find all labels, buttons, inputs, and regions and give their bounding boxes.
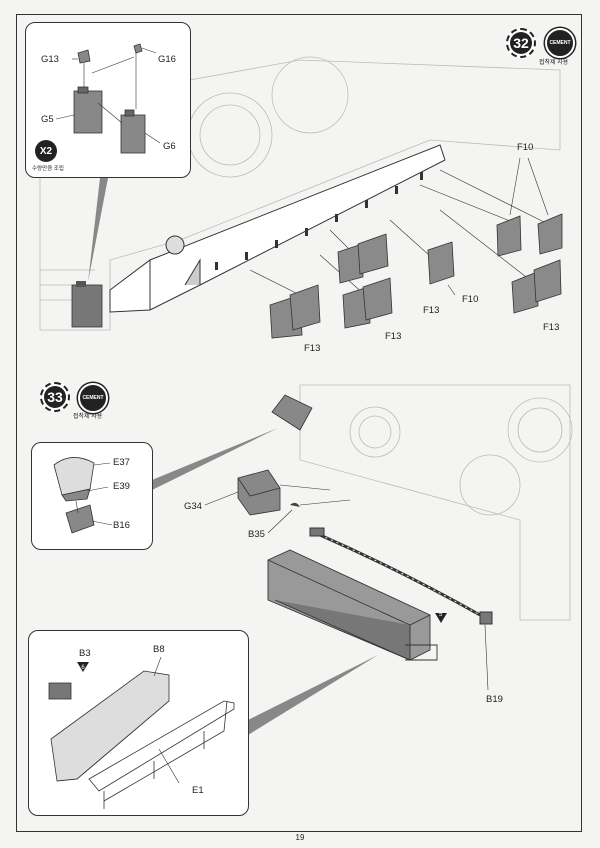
headlight-guard-top-33 (271, 394, 313, 431)
quantity-caption: 수량만큼 조립 (32, 166, 64, 172)
label-e1: E1 (192, 785, 204, 796)
hull-background-33 (299, 384, 573, 621)
inset-jerrycan-drawing (55, 43, 161, 154)
label-b19: B19 (486, 694, 503, 705)
inset-fender-box-drawing: 6 (48, 656, 235, 809)
jerrycan-mounted-32 (71, 281, 103, 328)
inset-callout-wedge-33b (248, 655, 378, 735)
fender-box-33 (267, 549, 438, 661)
label-e37: E37 (113, 457, 130, 468)
label-f10-middle: F10 (462, 294, 479, 305)
inset-headlight-guard-drawing (53, 457, 113, 534)
label-f13-left: F13 (304, 343, 321, 354)
cement-caption-33: 접착제 사용 (73, 414, 103, 420)
leader-lines-33 (204, 484, 489, 691)
stowage-bin-g34 (237, 469, 281, 516)
label-f13-center: F13 (385, 331, 402, 342)
label-g13: G13 (41, 54, 59, 65)
triangle-marker-icon (77, 662, 89, 672)
inset-callout-wedge-33a (152, 428, 278, 490)
label-g16: G16 (158, 54, 176, 65)
part-b35 (290, 502, 300, 507)
label-f13-right: F13 (543, 322, 560, 333)
inset-b-marker-text: 6 (81, 665, 85, 671)
label-e39: E39 (113, 481, 130, 492)
quantity-badge: X2 (35, 140, 57, 162)
fender-beam-32 (109, 144, 446, 313)
triangle-marker-icon (435, 613, 447, 623)
inset-callout-wedge-32 (88, 178, 108, 282)
mud-flaps-32 (269, 213, 563, 339)
tow-cable-33 (309, 527, 493, 625)
cement-caption-32: 접착제 사용 (539, 60, 569, 66)
cement-icon: CEMENT (78, 383, 108, 413)
step-32-badge: 32 (506, 28, 536, 58)
step-33-badge: 33 (40, 382, 70, 412)
step-33-number: 33 (44, 386, 66, 408)
label-b16: B16 (113, 520, 130, 531)
label-g6: G6 (163, 141, 176, 152)
inset-headlight-guard-33: E37 E39 B16 (31, 442, 153, 550)
step-32-number: 32 (510, 32, 532, 54)
page-border (16, 14, 582, 832)
label-b3: B3 (79, 648, 91, 659)
cement-icon: CEMENT (545, 28, 575, 58)
inset-fender-box-33: 6 B3 B8 E1 (28, 630, 249, 816)
label-b8: B8 (153, 644, 165, 655)
step-33-marker-text: 5 (439, 612, 443, 618)
label-g34: G34 (184, 501, 202, 512)
label-g5: G5 (41, 114, 54, 125)
beam-tabs-32 (215, 172, 423, 270)
page-number: 19 (295, 833, 305, 842)
inset-jerrycan-32: G13 G16 G5 G6 X2 수량만큼 조립 (25, 22, 191, 178)
label-f10-top: F10 (517, 142, 534, 153)
label-b35: B35 (248, 529, 265, 540)
label-f13-middle: F13 (423, 305, 440, 316)
